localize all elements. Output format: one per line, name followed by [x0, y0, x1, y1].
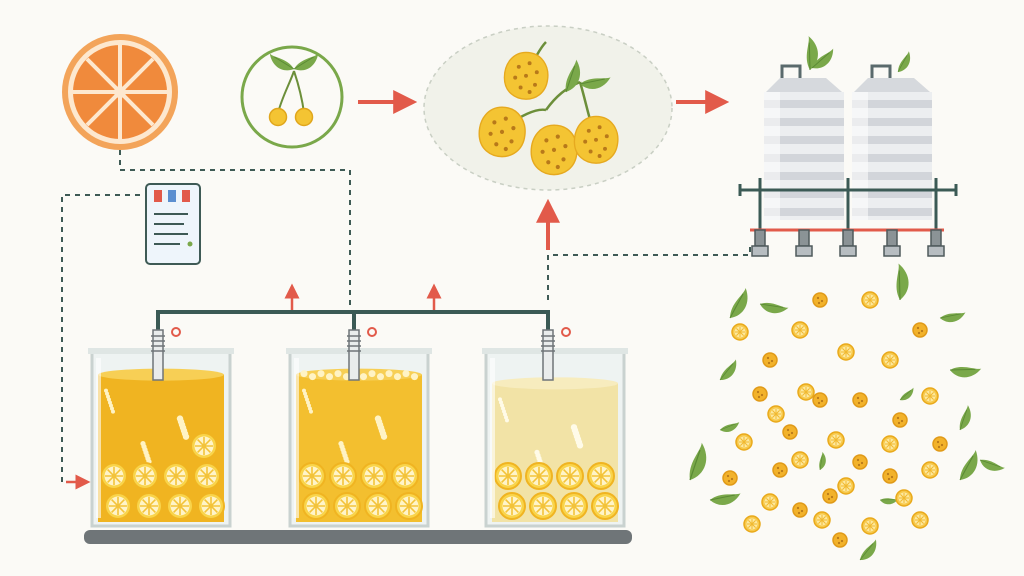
- leaf-icon: [719, 418, 740, 435]
- leaf-icon: [950, 404, 979, 432]
- fruit-slice-icon: [761, 493, 779, 511]
- small-up-arrows: [66, 283, 442, 490]
- fruit-slice-icon: [767, 405, 785, 423]
- berry-icon: [752, 386, 768, 402]
- leaf-icon: [709, 483, 742, 511]
- fruit-slice-icon: [861, 517, 879, 535]
- fermentation-tank-icon: [482, 327, 628, 528]
- leaf-icon: [939, 304, 966, 328]
- fruit-slice-icon: [895, 489, 913, 507]
- fruit-slice-icon: [791, 451, 809, 469]
- berry-icon: [782, 424, 798, 440]
- storage-silo-icon: [738, 35, 958, 257]
- leaf-icon: [758, 291, 789, 322]
- dashed-connectors: [61, 150, 751, 483]
- fruit-slice-icon: [837, 477, 855, 495]
- berry-icon: [812, 292, 828, 308]
- fruit-slice-icon: [861, 291, 879, 309]
- fruit-slice-icon: [797, 383, 815, 401]
- silo-2: [852, 64, 932, 220]
- scattered-fruits: [675, 262, 1006, 562]
- leaf-icon: [898, 387, 916, 402]
- leaf-icon: [950, 449, 987, 482]
- fruit-slice-icon: [881, 351, 899, 369]
- berry-icon: [792, 502, 808, 518]
- fruit-slice-icon: [881, 435, 899, 453]
- orange-slice-icon: [62, 34, 178, 150]
- leaf-icon: [879, 491, 899, 509]
- connector-pipe-to-silo: [547, 245, 751, 300]
- berry-icon: [852, 454, 868, 470]
- fruit-slice-icon: [743, 515, 761, 533]
- berry-icon: [852, 392, 868, 408]
- leaf-icon: [675, 442, 718, 483]
- silo-valves: [751, 229, 945, 257]
- fermentation-tank-icon: [88, 327, 234, 528]
- leaf-icon: [812, 451, 831, 471]
- leaf-icon: [854, 538, 882, 562]
- fruit-slice-icon: [731, 323, 749, 341]
- berry-icon: [762, 352, 778, 368]
- process-arrows: [358, 90, 730, 250]
- connector-report-to-tank: [61, 194, 140, 483]
- berry-icon: [932, 436, 948, 452]
- berry-icon: [892, 412, 908, 428]
- berry-icon: [832, 532, 848, 548]
- silo-1: [764, 64, 844, 220]
- fruit-slice-icon: [827, 431, 845, 449]
- connector-orange-to-pipe: [119, 150, 351, 312]
- berry-icon: [822, 488, 838, 504]
- leaf-icon: [948, 354, 982, 385]
- cherry-icon: [240, 45, 344, 149]
- fruit-slice-icon: [813, 511, 831, 529]
- fermentation-tank-icon: [286, 327, 432, 528]
- fermentation-tanks: [88, 327, 628, 528]
- fruit-slice-icon: [735, 433, 753, 451]
- fruit-cluster-icon: [423, 25, 673, 191]
- berry-icon: [772, 462, 788, 478]
- fruit-slice-icon: [911, 511, 929, 529]
- leaf-icon: [882, 262, 918, 302]
- leaf-icon: [720, 287, 757, 320]
- leaf-icon: [714, 358, 742, 382]
- berry-icon: [882, 468, 898, 484]
- fruit-slice-icon: [791, 321, 809, 339]
- lab-report-icon: [145, 183, 201, 265]
- fruit-slice-icon: [921, 461, 939, 479]
- fruit-slice-icon: [837, 343, 855, 361]
- fruit-slice-icon: [921, 387, 939, 405]
- berry-icon: [812, 392, 828, 408]
- leaf-icon: [978, 450, 1006, 479]
- base-platform: [84, 530, 632, 544]
- pipe-manifold: [156, 310, 550, 334]
- berry-icon: [912, 322, 928, 338]
- berry-icon: [722, 470, 738, 486]
